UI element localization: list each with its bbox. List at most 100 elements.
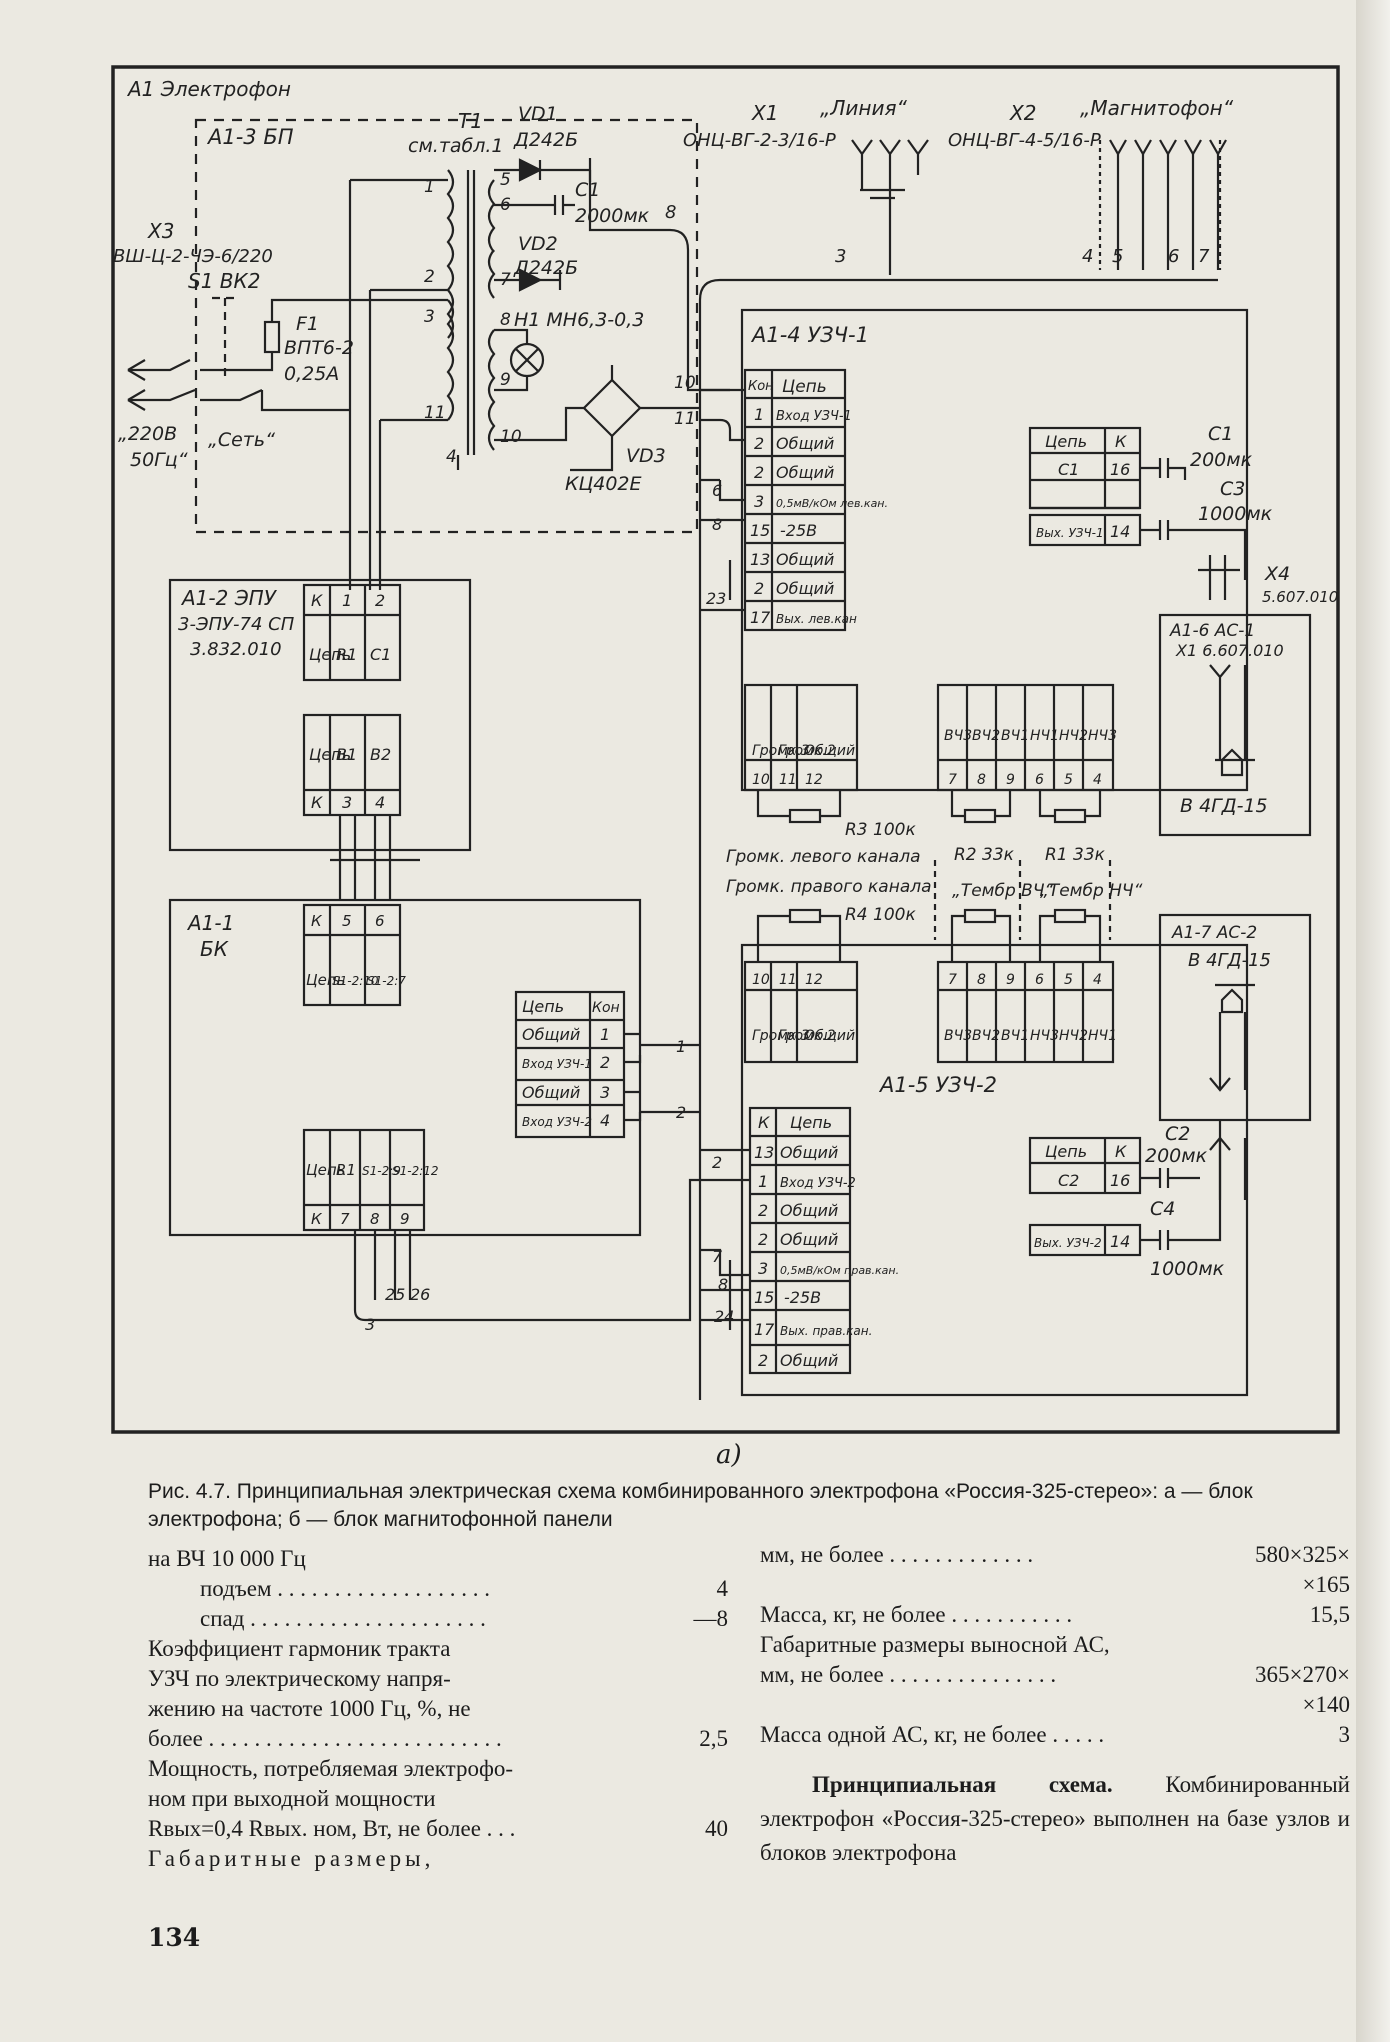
svg-text:4: 4 (375, 793, 385, 812)
label-network: „Сеть“ (208, 429, 275, 451)
spec-row: Rвых=0,4 Rвых. ном, Вт, не более . . .40 (148, 1816, 728, 1841)
circuit-schematic: А1 Электрофон А1-3 БП Т1 см.табл.1 1 2 3… (111, 65, 1340, 1434)
svg-text:Цепь: Цепь (782, 377, 827, 397)
svg-text:2: 2 (424, 267, 435, 287)
specs-right: мм, не более . . . . . . . . . . . . .58… (760, 1540, 1350, 1870)
svg-text:Громк.3: Громк.3 (752, 743, 810, 759)
svg-text:16: 16 (1110, 460, 1130, 479)
svg-text:Общий: Общий (776, 579, 834, 598)
spec-row: УЗЧ по электрическому напря- (148, 1666, 451, 1691)
table-c2 (1028, 1136, 1142, 1195)
svg-text:5: 5 (1064, 772, 1073, 788)
svg-text:1: 1 (600, 1025, 610, 1044)
potentiometers-top (743, 683, 1115, 792)
svg-text:К: К (311, 793, 323, 812)
body-paragraph: Принципиальная схема. Комбинированный эл… (760, 1768, 1350, 1870)
connector-x2 (1109, 139, 1227, 157)
label-50hz: 50Гц“ (130, 449, 188, 471)
svg-text:3: 3 (835, 246, 846, 267)
spec-row: ном при выходной мощности (148, 1786, 436, 1811)
table-epu-top (302, 583, 402, 682)
svg-text:3: 3 (754, 492, 764, 511)
label-a16-x1: Х1 6.607.010 (1175, 641, 1284, 660)
svg-text:С2: С2 (1058, 1171, 1079, 1190)
block-a12 (168, 578, 472, 852)
connector-x1 (851, 139, 929, 275)
block-a16 (1158, 613, 1312, 837)
svg-text:ВЧ2: ВЧ2 (972, 728, 1000, 744)
svg-text:Вход УЗЧ-1: Вход УЗЧ-1 (522, 1057, 592, 1071)
label-speaker-ac1: В 4ГД-15 (1180, 795, 1268, 817)
label-tone-hf: „Тембр ВЧ“ (952, 881, 1053, 901)
svg-text:2: 2 (676, 1103, 686, 1122)
svg-text:К: К (1115, 1142, 1127, 1161)
svg-text:К: К (1115, 432, 1127, 451)
svg-text:8: 8 (977, 772, 986, 788)
spec-row: Габаритные размеры, (148, 1846, 435, 1871)
svg-text:Общий: Общий (780, 1201, 838, 1220)
svg-text:14: 14 (1110, 1232, 1130, 1251)
svg-text:2: 2 (758, 1230, 768, 1249)
table-bk-top (302, 903, 402, 1007)
svg-text:14: 14 (1110, 522, 1130, 541)
svg-text:6: 6 (712, 481, 722, 500)
svg-text:3: 3 (600, 1083, 610, 1102)
label-x4: Х4 (1264, 563, 1290, 585)
svg-text:К: К (758, 1113, 770, 1132)
svg-text:2: 2 (758, 1201, 768, 1220)
svg-text:Вых. УЗЧ-2: Вых. УЗЧ-2 (1034, 1236, 1102, 1250)
svg-text:11: 11 (779, 972, 797, 988)
svg-text:Общий: Общий (776, 463, 834, 482)
svg-text:Вход УЗЧ-1: Вход УЗЧ-1 (776, 409, 852, 424)
svg-text:8: 8 (977, 972, 986, 988)
diode-vd2 (518, 268, 543, 292)
label-a1: А1 Электрофон (126, 77, 291, 101)
svg-text:Общий: Общий (776, 550, 834, 569)
speaker-ac1-wiring (1209, 664, 1255, 762)
speaker-ac2-icon (1220, 988, 1244, 1014)
svg-text:5: 5 (1112, 246, 1123, 267)
label-x3: Х3 (147, 219, 174, 243)
svg-text:6: 6 (1035, 972, 1044, 988)
svg-text:Цепь: Цепь (1045, 432, 1087, 451)
spec-row: Габаритные размеры выносной АС, (760, 1632, 1110, 1657)
svg-text:Цепь: Цепь (309, 745, 351, 764)
svg-text:24: 24 (714, 1307, 734, 1326)
svg-text:3: 3 (342, 793, 352, 812)
label-t1-sub: см.табл.1 (408, 135, 504, 157)
pot-r4 (788, 908, 822, 924)
svg-text:Общий: Общий (780, 1230, 838, 1249)
label-c2-val: 200мк (1145, 1145, 1208, 1167)
plug-x3 (127, 359, 146, 411)
label-vd1: VD1 (518, 103, 558, 125)
spec-row: мм, не более . . . . . . . . . . . . . .… (760, 1662, 1350, 1687)
label-c3: С3 (1220, 478, 1245, 500)
svg-text:К: К (311, 591, 323, 610)
svg-text:1: 1 (424, 177, 435, 197)
svg-text:7: 7 (1198, 246, 1210, 267)
svg-text:10: 10 (674, 373, 696, 393)
connector-ac2-out (1209, 1136, 1247, 1200)
spec-row: жению на частоте 1000 Гц, %, не (148, 1696, 471, 1721)
svg-text:7: 7 (948, 972, 957, 988)
svg-text:2: 2 (754, 434, 764, 453)
label-speaker-ac2: В 4ГД-15 (1188, 950, 1271, 971)
label-a13: А1-3 БП (206, 125, 294, 149)
svg-text:8: 8 (370, 1210, 380, 1228)
svg-text:S1-2:12: S1-2:12 (392, 1164, 439, 1178)
svg-text:Цепь: Цепь (306, 971, 346, 989)
label-c3-val: 1000мк (1198, 503, 1273, 525)
svg-text:2: 2 (754, 463, 764, 482)
svg-text:15: 15 (754, 1288, 774, 1307)
svg-text:12: 12 (805, 772, 823, 788)
svg-text:НЧ2: НЧ2 (1059, 728, 1088, 744)
label-220v: „220В (118, 423, 177, 445)
svg-text:9: 9 (500, 370, 511, 390)
svg-text:17: 17 (750, 608, 771, 627)
label-r1: R1 33к (1045, 845, 1106, 865)
svg-text:НЧ2: НЧ2 (1059, 1028, 1088, 1044)
label-f1-type: ВПТ6-2 (284, 337, 354, 359)
spec-row: ×140 (1302, 1692, 1350, 1717)
label-h1: Н1 МН6,3-0,3 (514, 309, 644, 331)
svg-text:5: 5 (500, 170, 511, 190)
